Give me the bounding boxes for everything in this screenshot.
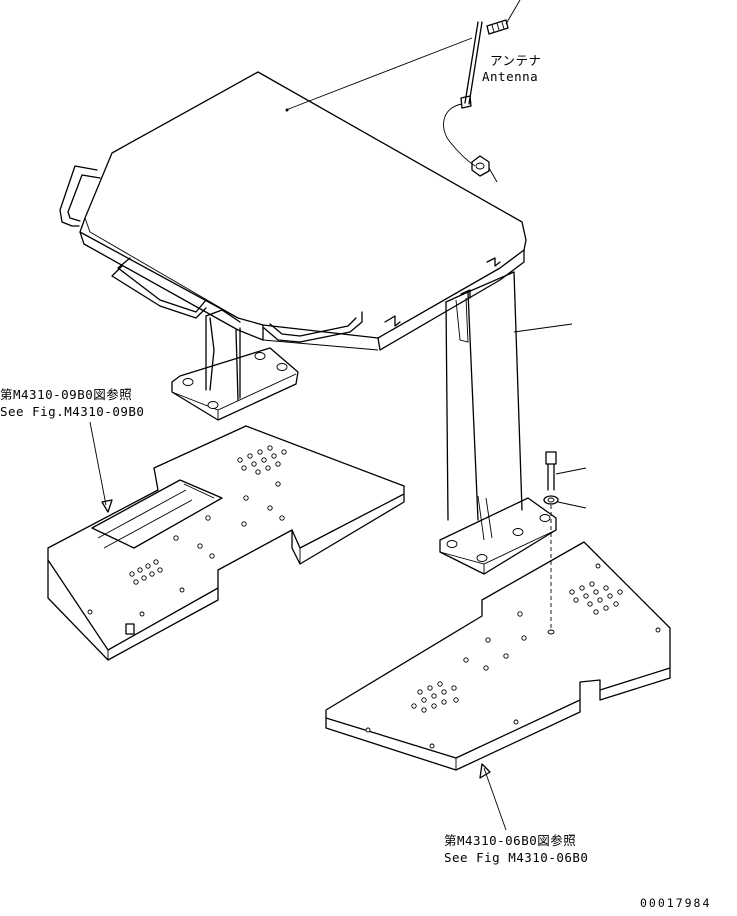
antenna-label-ja: アンテナ: [490, 53, 542, 68]
left-plate-holes: [87, 445, 287, 617]
right-plate-holes: [365, 563, 661, 749]
left-ref-label-en: See Fig.M4310-09B0: [0, 404, 145, 419]
right-floor-plate: [325, 541, 671, 831]
drawing-number: 00017984: [640, 896, 712, 910]
antenna-part: [443, 0, 521, 183]
left-pedestal: [171, 309, 299, 421]
seat-top: [59, 37, 527, 351]
right-column: [439, 271, 587, 635]
antenna-label-en: Antenna: [482, 69, 539, 84]
right-ref-label-ja: 第M4310-06B0図参照: [444, 833, 577, 848]
right-ref-label-en: See Fig M4310-06B0: [444, 850, 589, 865]
left-floor-plate: [47, 421, 405, 661]
left-ref-label-ja: 第M4310-09B0図参照: [0, 387, 133, 402]
